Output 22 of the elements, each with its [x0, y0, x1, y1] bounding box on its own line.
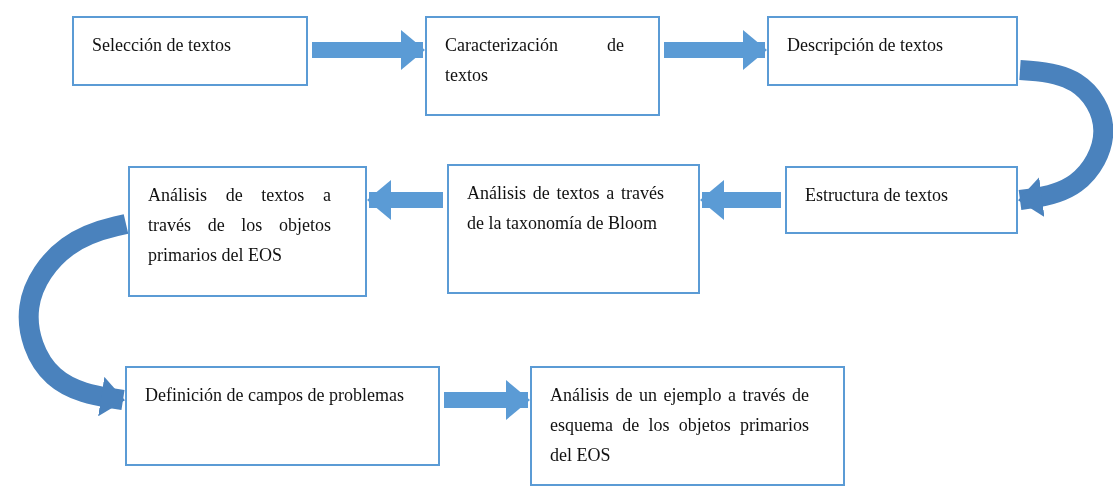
block-arrow: [700, 180, 781, 220]
process-box: [72, 16, 308, 86]
process-box: [767, 16, 1018, 86]
process-box: [425, 16, 660, 116]
step-text: Análisis de textos a través de los objetos primarios del EOS: [148, 184, 331, 267]
block-arrow: [18, 214, 129, 417]
step-text: Definición de campos de problemas: [145, 384, 404, 407]
step-text: Estructura de textos: [805, 184, 949, 207]
block-arrow: [664, 30, 767, 70]
process-box: [530, 366, 845, 486]
step-text: Descripción de textos: [787, 34, 944, 57]
block-arrow: [312, 30, 425, 70]
block-arrow: [367, 180, 443, 220]
process-box: [447, 164, 700, 294]
process-box: [125, 366, 440, 466]
step-text: Selección de textos: [92, 34, 232, 57]
step-text: Caracterización de textos: [445, 34, 624, 87]
step-text: Análisis de un ejemplo a través de esquema de los objetos primarios del EOS: [550, 384, 809, 467]
step-text: Análisis de textos a través de la taxonomía de Bloom: [467, 182, 664, 235]
process-box: [785, 166, 1018, 234]
process-box: [128, 166, 367, 297]
block-arrow: [444, 380, 530, 420]
